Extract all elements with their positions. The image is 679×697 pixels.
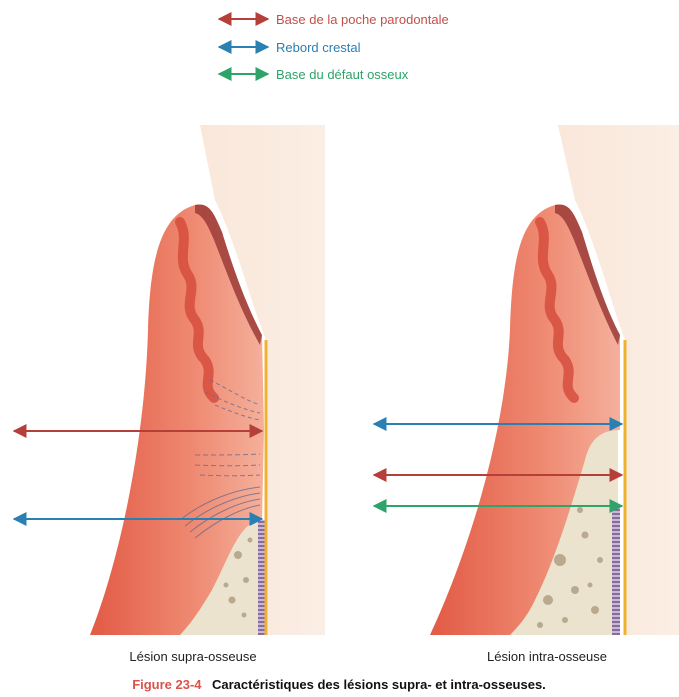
panel-intra-osseous: Lésion intra-osseuse	[374, 125, 679, 664]
legend-item-defect-base: Base du défaut osseux	[219, 67, 409, 82]
legend-label-crestal-rim: Rebord crestal	[276, 40, 361, 55]
ligament-right	[612, 505, 620, 635]
figure-caption: Figure 23-4 Caractéristiques des lésions…	[132, 676, 546, 693]
legend-item-crestal-rim: Rebord crestal	[219, 40, 361, 55]
figure-caption-text: Caractéristiques des lésions supra- et i…	[212, 677, 546, 692]
legend-item-pocket-base: Base de la poche parodontale	[219, 12, 449, 27]
panel-supra-osseous: Lésion supra-osseuse	[14, 125, 325, 664]
legend-label-defect-base: Base du défaut osseux	[276, 67, 409, 82]
legend-label-pocket-base: Base de la poche parodontale	[276, 12, 449, 27]
panel-label-right: Lésion intra-osseuse	[487, 649, 607, 664]
legend: Base de la poche parodontale Rebord cres…	[219, 12, 449, 82]
panel-label-left: Lésion supra-osseuse	[129, 649, 256, 664]
figure-number: Figure 23-4	[132, 677, 202, 692]
